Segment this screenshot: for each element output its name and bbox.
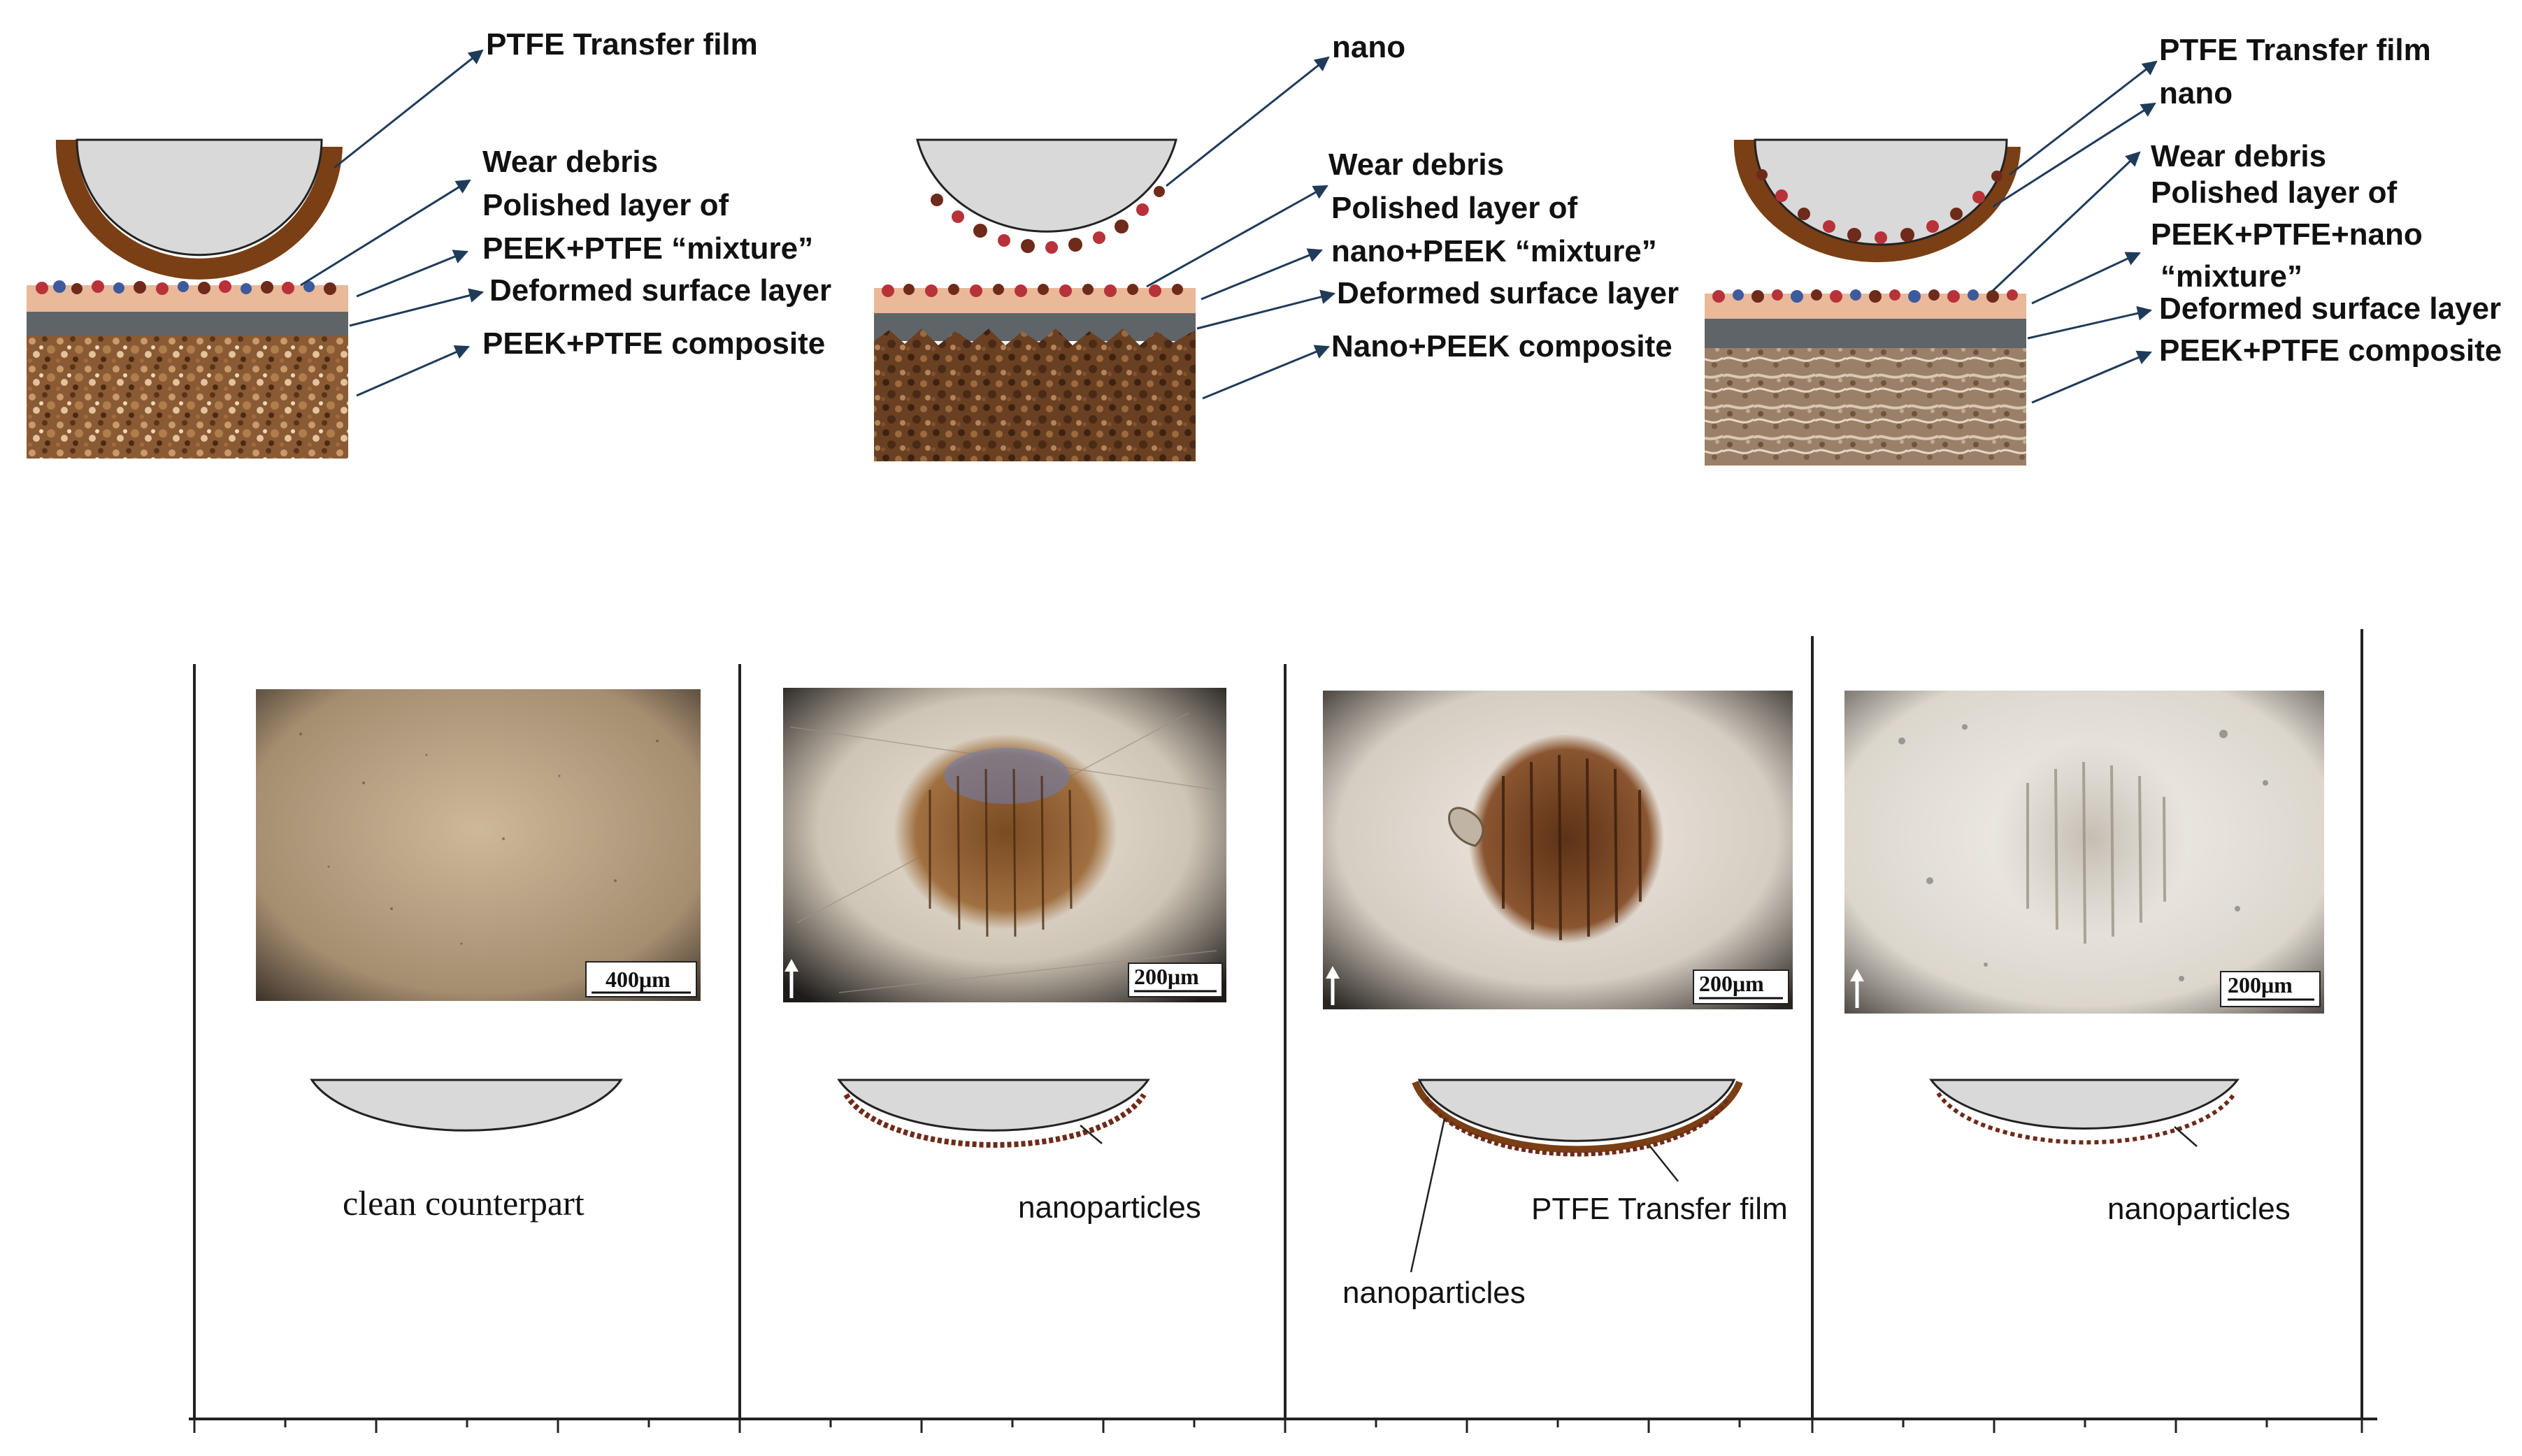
top-panel-nano-peek: nano Wear debris Polished layer of nano+… (874, 30, 1679, 461)
top-panel-peek-ptfe-nano: PTFE Transfer film nano Wear debris Poli… (1705, 33, 2502, 466)
counterpart-ball (310, 1079, 623, 1132)
wear-debris (1712, 289, 2018, 303)
label-top-2: nano (2159, 76, 2233, 110)
bottom-panel-ptfe-nano: 200μm PTFE Transfer film nanoparticles (1323, 691, 1793, 1310)
label-debris: Wear debris (482, 145, 658, 179)
label-polished-2: nano+PEEK “mixture” (1331, 234, 1657, 268)
composite-block (874, 284, 1196, 461)
micrograph: 200μm (783, 688, 1226, 1002)
nano-particles (1936, 1092, 2237, 1145)
composite-block (27, 280, 348, 459)
label-composite: PEEK+PTFE composite (2159, 333, 2502, 368)
bottom-panel-nano-2: 200μm nanoparticles (1844, 691, 2324, 1226)
deformed-layer (27, 312, 348, 336)
north-arrow (1326, 966, 1340, 1005)
counterpart-ball (837, 1079, 1150, 1132)
caption-nanoparticles: nanoparticles (1018, 1190, 1201, 1225)
nano-particles (1424, 1096, 1731, 1157)
counterpart-ball (916, 138, 1177, 254)
wear-debris (36, 280, 336, 295)
label-deformed: Deformed surface layer (2159, 291, 2501, 326)
svg-text:200μm: 200μm (1134, 964, 1199, 989)
scale-bar: 200μm (1128, 963, 1223, 997)
north-arrow (784, 959, 798, 998)
bottom-panel-clean: 400μm clean counterpart (256, 689, 701, 1223)
composite-body (1705, 348, 2026, 466)
caption-clean-counterpart: clean counterpart (343, 1183, 585, 1223)
label-composite: PEEK+PTFE composite (482, 326, 825, 361)
label-polished-1: Polished layer of (482, 188, 729, 222)
label-top: PTFE Transfer film (486, 27, 758, 62)
composite-body (27, 336, 348, 459)
caption-nanoparticles: nanoparticles (1342, 1276, 1526, 1310)
label-polished-2: PEEK+PTFE “mixture” (482, 231, 813, 266)
north-arrow (1850, 969, 1864, 1008)
ptfe-transfer-film (1733, 140, 2021, 263)
scale-bar: 200μm (2220, 971, 2321, 1007)
top-panel-peek-ptfe: PTFE Transfer film Wear debris Polished … (27, 27, 831, 459)
counterpart-ball (1929, 1079, 2240, 1130)
nano-particles (1756, 169, 2002, 244)
ptfe-transfer-film (55, 140, 343, 280)
svg-text:400μm: 400μm (606, 967, 671, 992)
caption-nanoparticles: nanoparticles (2107, 1192, 2291, 1226)
caption-ptfe-transfer-film: PTFE Transfer film (1531, 1192, 1788, 1226)
label-deformed: Deformed surface layer (489, 273, 831, 308)
scale-bar: 200μm (1693, 970, 1789, 1004)
svg-text:200μm: 200μm (2228, 972, 2293, 997)
axis-ticks (193, 1419, 2363, 1433)
counterpart-ball (55, 138, 343, 280)
micrograph: 200μm (1844, 691, 2324, 1014)
svg-text:200μm: 200μm (1699, 971, 1764, 996)
label-debris: Wear debris (2151, 139, 2326, 173)
composite-block (1705, 289, 2026, 466)
micrograph: 200μm (1323, 691, 1793, 1009)
label-composite: Nano+PEEK composite (1331, 329, 1672, 363)
bottom-panel-nano: 200μm nanoparticles (783, 688, 1226, 1225)
composite-body (874, 329, 1196, 461)
wear-debris (882, 284, 1183, 297)
deformed-layer (1705, 319, 2026, 348)
label-debris: Wear debris (1328, 147, 1504, 182)
label-polished-2: PEEK+PTFE+nano (2151, 217, 2423, 252)
label-polished-3: “mixture” (2161, 259, 2302, 294)
counterpart-ball (1417, 1079, 1736, 1142)
label-top: nano (1332, 30, 1405, 64)
label-deformed: Deformed surface layer (1337, 276, 1679, 310)
label-polished-1: Polished layer of (2151, 175, 2397, 210)
micrograph: 400μm (256, 689, 701, 1001)
label-top: PTFE Transfer film (2159, 33, 2431, 67)
label-polished-1: Polished layer of (1331, 191, 1577, 225)
nano-particles (843, 1093, 1147, 1148)
bottom-frame (189, 629, 2377, 1433)
scale-bar: 400μm (585, 961, 697, 997)
nano-particles (931, 186, 1165, 254)
counterpart-ball (1733, 138, 2021, 263)
